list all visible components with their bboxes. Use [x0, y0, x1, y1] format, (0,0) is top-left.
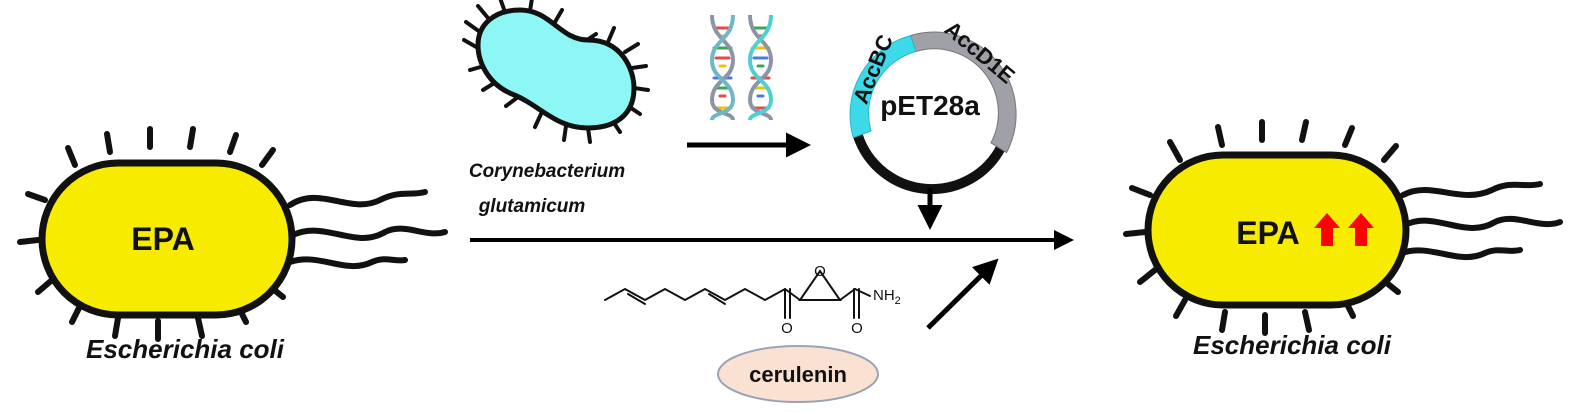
right-ecoli-epa-label: EPA	[1236, 215, 1299, 251]
cerulenin-atom-labels: O O O NH2	[781, 263, 901, 337]
up-arrow-icon	[1348, 213, 1374, 246]
plasmid-accd1e-segment	[909, 31, 1017, 154]
dna-helix-right	[747, 14, 774, 121]
dna-double-helix-icon	[709, 14, 774, 121]
right-ecoli-flagella	[1399, 181, 1563, 261]
right-ecoli-pili	[1123, 119, 1401, 336]
left-ecoli-cell: EPA	[17, 126, 448, 342]
plasmid-accbc-segment	[849, 34, 917, 139]
right-ecoli-body	[1144, 151, 1410, 309]
donor-species-label: glutamicum	[478, 196, 586, 217]
donor-bacterium	[462, 0, 650, 144]
cerulenin-label: cerulenin	[749, 362, 847, 387]
left-ecoli-species-label: Escherichia coli	[86, 334, 285, 364]
up-arrow-icon	[1314, 213, 1340, 246]
amide-oxygen-label: O	[851, 320, 863, 337]
ketone-oxygen-label: O	[781, 320, 793, 337]
donor-bacterium-body	[475, 7, 637, 131]
right-ecoli-cell: EPA	[1123, 119, 1563, 336]
cerulenin-ellipse	[717, 345, 879, 403]
arrow-cerulenin-to-main	[926, 258, 999, 330]
left-ecoli-flagella	[287, 189, 448, 270]
cerulenin-structure	[604, 269, 871, 319]
plasmid-backbone	[853, 133, 1006, 195]
right-ecoli-species-label: Escherichia coli	[1193, 330, 1392, 360]
amine-label: NH2	[873, 287, 901, 307]
donor-genus-label: Corynebacterium	[469, 161, 625, 182]
plasmid-accd1e-label: AccD1E	[940, 16, 1020, 89]
plasmid-name-label: pET28a	[880, 90, 980, 121]
left-ecoli-epa-label: EPA	[131, 221, 194, 257]
amine-label-nh: NH	[873, 287, 895, 304]
dna-helix-left	[709, 14, 736, 121]
epoxide-oxygen-label: O	[814, 263, 826, 280]
left-ecoli-body	[38, 159, 296, 319]
amine-label-subscript: 2	[895, 295, 901, 307]
plasmid: AccBC AccD1E pET28a	[848, 16, 1020, 195]
